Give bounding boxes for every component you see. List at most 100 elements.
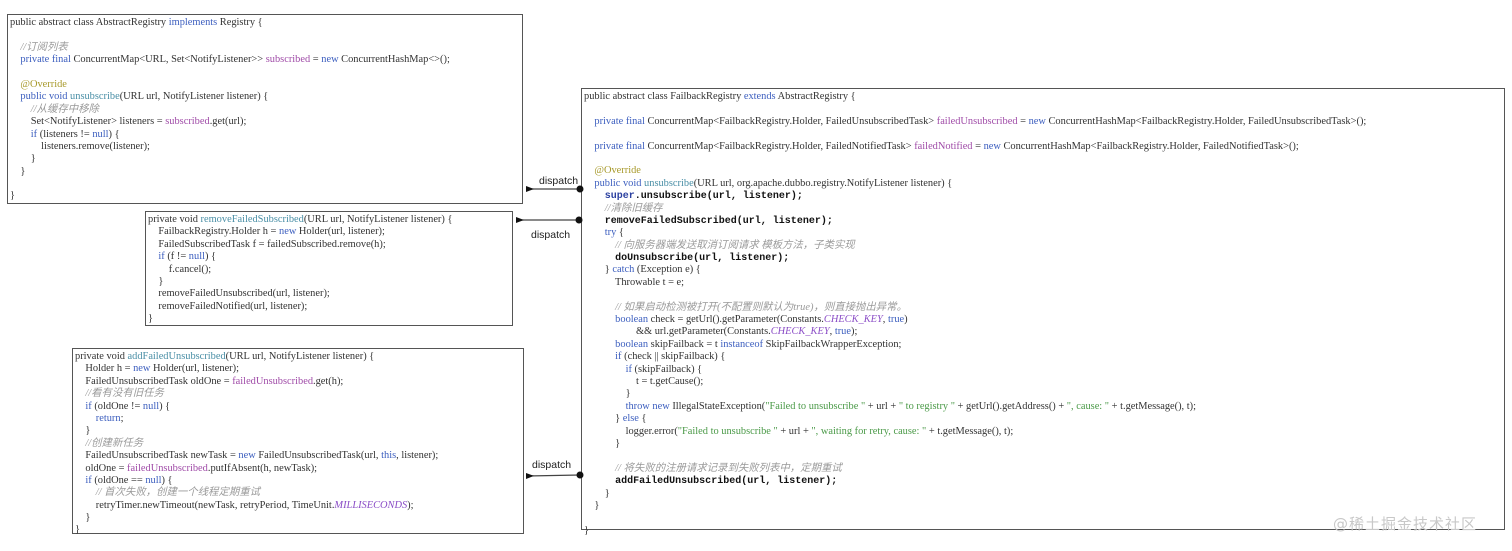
code-text: , listener); — [396, 450, 439, 462]
code-line: } — [584, 488, 1366, 500]
code-line: } — [75, 524, 438, 536]
abstract-registry-box: public abstract class AbstractRegistry i… — [7, 14, 523, 204]
keyword: if — [85, 400, 92, 412]
code-text: (oldOne == — [91, 474, 146, 486]
code-line: logger.error("Failed to unsubscribe " + … — [584, 426, 1366, 438]
field-name: failedUnsubscribed — [232, 375, 314, 387]
code-line: return; — [75, 413, 438, 425]
connector-line — [525, 473, 581, 480]
keyword: if — [30, 128, 38, 140]
code-line: @Override — [10, 79, 450, 91]
code-text: ) { — [108, 128, 120, 140]
dispatch-connector-add-failed-unsubscribed — [525, 471, 584, 480]
string-literal: ", cause: " — [1066, 400, 1110, 412]
string-literal: ", waiting for retry, cause: " — [811, 425, 927, 437]
code-text: } — [584, 264, 613, 276]
code-text: } — [584, 388, 631, 400]
code-text: Throwable t = e; — [584, 276, 685, 288]
code-line: private void removeFailedSubscribed(URL … — [148, 214, 452, 226]
dispatch-connector-abstract-registry — [526, 185, 584, 193]
field-name: failedUnsubscribed — [127, 462, 208, 474]
code-comment: // 将失败的注册请求记录到失败列表中，定期重试 — [615, 462, 842, 474]
code-text: (URL url, NotifyListener listener) { — [303, 214, 453, 225]
code-text: FailedUnsubscribedTask newTask = — [75, 450, 239, 462]
code-text: ConcurrentHashMap<FailbackRegistry.Holde… — [1000, 140, 1299, 152]
failback-registry-box: public abstract class FailbackRegistry e… — [581, 88, 1505, 536]
code-line: private final ConcurrentMap<URL, Set<Not… — [10, 54, 449, 66]
keyword: private final — [594, 115, 645, 127]
code-line: boolean check = getUrl().getParameter(Co… — [584, 314, 1366, 326]
code-line: } — [75, 512, 438, 524]
code-comment: //清除旧缓存 — [604, 202, 663, 214]
annotation: @Override — [20, 78, 67, 90]
connector-origin-dot — [575, 216, 583, 224]
code-text: SkipFailbackWrapperException; — [763, 338, 902, 350]
string-literal: " to registry " — [898, 400, 955, 412]
keyword: this — [381, 450, 397, 462]
code-text: ConcurrentHashMap<FailbackRegistry.Holde… — [1045, 115, 1367, 127]
code-text: AbstractRegistry { — [775, 91, 856, 102]
code-text: (skipFailback) { — [631, 363, 703, 375]
keyword: new — [321, 54, 339, 66]
code-text: private void — [75, 351, 128, 362]
code-text: FailedSubscribedTask f = failedSubscribe… — [148, 238, 386, 250]
code-text: ) { — [161, 474, 173, 486]
code-comment: //订阅列表 — [20, 41, 68, 53]
code-line: } — [584, 388, 1366, 400]
constant: MILLISECONDS — [334, 499, 408, 511]
code-text: FailedUnsubscribedTask(url, — [255, 450, 382, 462]
keyword: true — [888, 314, 905, 326]
code-text: check = getUrl().getParameter(Constants. — [648, 314, 824, 326]
code-line: FailedSubscribedTask f = failedSubscribe… — [148, 239, 452, 251]
code-text: { — [616, 227, 624, 239]
code-line: throw new IllegalStateException("Failed … — [584, 401, 1366, 413]
code-line: } — [148, 276, 452, 288]
dispatch-label: dispatch — [539, 175, 579, 187]
code-text: (check || skipFailback) { — [621, 351, 726, 363]
code-text: && url.getParameter(Constants. — [584, 326, 771, 338]
keyword: else — [622, 413, 639, 425]
code-line: removeFailedNotified(url, listener); — [148, 301, 452, 313]
code-text: } — [75, 524, 80, 536]
code-text: FailbackRegistry.Holder h = — [148, 226, 280, 238]
code-line: if (check || skipFailback) { — [584, 351, 1366, 363]
string-literal: "Failed to unsubscribe " — [677, 425, 778, 437]
code-text: (URL url, NotifyListener listener) { — [119, 91, 269, 103]
code-line: } — [10, 153, 450, 165]
code-line: if (skipFailback) { — [584, 364, 1366, 376]
code-text: Holder(url, listener); — [150, 363, 239, 375]
constant: CHECK_KEY — [770, 326, 830, 338]
field-name: subscribed — [265, 54, 311, 66]
method-call: addFailedUnsubscribed(url, listener); — [615, 476, 838, 488]
connector-origin-dot — [576, 471, 584, 479]
code-line: @Override — [584, 165, 1366, 177]
code-text: } — [584, 413, 623, 425]
code-line: public void unsubscribe(URL url, org.apa… — [584, 178, 1366, 190]
keyword: return — [95, 412, 121, 424]
code-line: //看有没有旧任务 — [75, 388, 438, 400]
code-block: private void removeFailedSubscribed(URL … — [148, 214, 452, 326]
code-text: .putIfAbsent(h, newTask); — [207, 462, 318, 474]
code-line: } — [75, 425, 438, 437]
code-text: } — [584, 499, 600, 511]
code-text: } — [10, 190, 15, 202]
method-call: removeFailedSubscribed(url, listener); — [604, 215, 833, 227]
code-line: t = t.getCause(); — [584, 376, 1366, 388]
code-text: = — [310, 54, 322, 66]
field-name: subscribed — [165, 116, 210, 128]
keyword: boolean — [615, 314, 649, 326]
field-name: failedUnsubscribed — [936, 115, 1018, 127]
annotation: @Override — [594, 165, 641, 177]
code-comment: //创建新任务 — [85, 437, 144, 449]
keyword: new — [279, 226, 297, 238]
code-line: } — [584, 438, 1366, 450]
code-text: t = t.getCause(); — [584, 375, 704, 387]
method-name: addFailedUnsubscribed — [127, 351, 226, 362]
dispatch-label: dispatch — [532, 459, 572, 471]
code-line: Holder h = new Holder(url, listener); — [75, 363, 438, 375]
code-line: //清除旧缓存 — [584, 203, 1366, 215]
code-comment: // 如果启动检测被打开(不配置则默认为true)，则直接抛出异常。 — [615, 301, 907, 313]
code-line: if (listeners != null) { — [10, 129, 450, 141]
code-text: public abstract class FailbackRegistry — [584, 91, 744, 102]
code-text: removeFailedNotified(url, listener); — [148, 300, 308, 312]
